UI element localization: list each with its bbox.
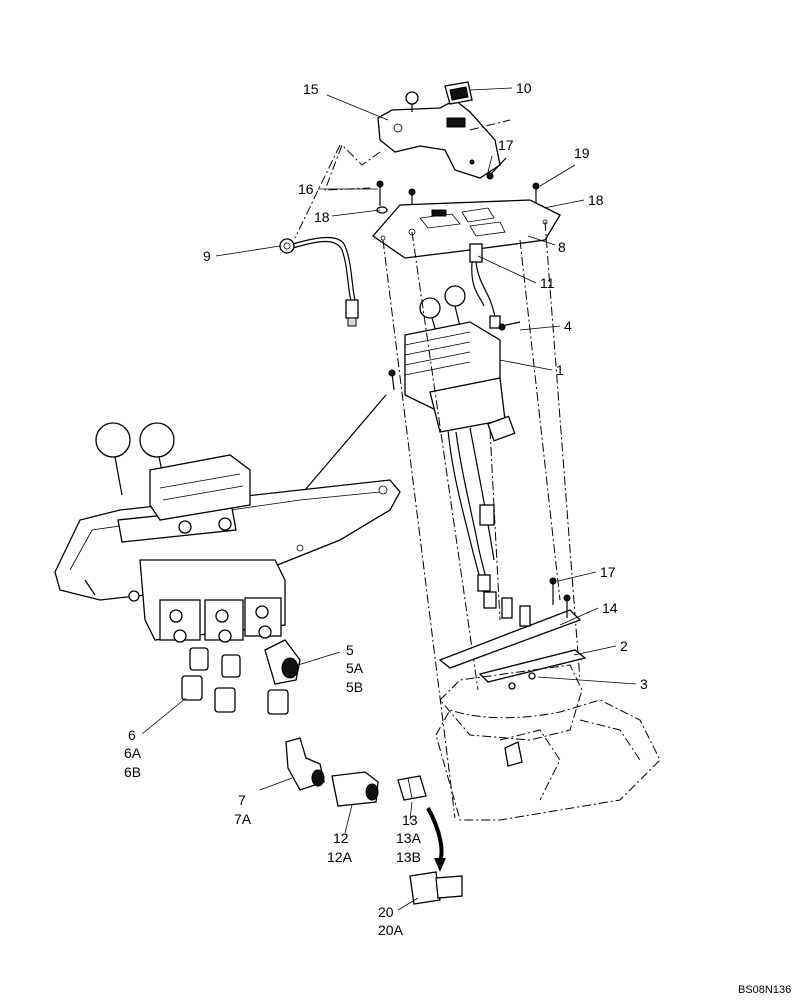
leader-lines xyxy=(141,87,637,911)
screw-16 xyxy=(376,180,388,214)
callout-16: 16 xyxy=(298,181,314,197)
callout-12: 12 xyxy=(333,830,349,846)
callout-5a: 5A xyxy=(346,660,364,676)
screw-left-valve xyxy=(388,369,396,391)
callout-13: 13 xyxy=(402,812,418,828)
callout-11: 11 xyxy=(540,275,555,291)
callout-3: 3 xyxy=(640,676,648,692)
dash-zigzag xyxy=(324,144,381,191)
plate-14 xyxy=(438,597,587,683)
drawing-code: BS08N136 xyxy=(738,984,791,996)
dash-switch xyxy=(469,119,511,131)
callout-12a: 12A xyxy=(327,849,353,865)
callout-18-right: 18 xyxy=(588,192,604,208)
callout-19: 19 xyxy=(574,145,590,161)
fitting-20 xyxy=(409,871,463,905)
screws-17-bottom xyxy=(508,577,571,690)
callout-6: 6 xyxy=(128,727,136,743)
callout-2: 2 xyxy=(620,638,628,654)
callout-6b: 6B xyxy=(124,764,141,780)
assembled-control-valve xyxy=(54,394,401,643)
callout-20a: 20A xyxy=(378,922,404,938)
callout-1: 1 xyxy=(556,362,564,378)
harness-9 xyxy=(279,236,359,327)
arrow-13-to-20-head xyxy=(434,858,446,872)
fittings-5-6 xyxy=(181,639,301,715)
joystick-valve-1 xyxy=(404,285,516,609)
callout-14: 14 xyxy=(602,600,618,616)
screw-4 xyxy=(498,321,521,331)
callout-5b: 5B xyxy=(346,679,363,695)
callout-5: 5 xyxy=(346,642,354,658)
callout-4: 4 xyxy=(564,318,572,334)
plate-8 xyxy=(372,199,561,259)
callout-6a: 6A xyxy=(124,745,142,761)
callout-15: 15 xyxy=(303,81,319,97)
elbow-7 xyxy=(285,737,325,791)
callout-8: 8 xyxy=(558,239,566,255)
callout-17-top: 17 xyxy=(498,137,514,153)
bracket-15 xyxy=(377,91,501,179)
callout-9: 9 xyxy=(203,248,211,264)
callout-7a: 7A xyxy=(234,811,252,827)
callout-7: 7 xyxy=(238,792,246,808)
harness-11 xyxy=(469,243,501,329)
dash-harness xyxy=(294,144,341,239)
callout-20: 20 xyxy=(378,904,394,920)
screw-17-top xyxy=(486,157,507,180)
fitting-13 xyxy=(397,775,427,801)
callout-13a: 13A xyxy=(396,830,422,846)
callout-17-bottom: 17 xyxy=(600,564,616,580)
callout-10: 10 xyxy=(516,80,532,96)
callout-18-left: 18 xyxy=(314,209,330,225)
lower-housing xyxy=(435,664,661,821)
arrow-13-to-20 xyxy=(426,807,444,863)
callout-13b: 13B xyxy=(396,849,421,865)
adapter-12 xyxy=(331,771,379,807)
assembly-guide-lines xyxy=(382,221,581,819)
switch-10 xyxy=(444,81,473,105)
